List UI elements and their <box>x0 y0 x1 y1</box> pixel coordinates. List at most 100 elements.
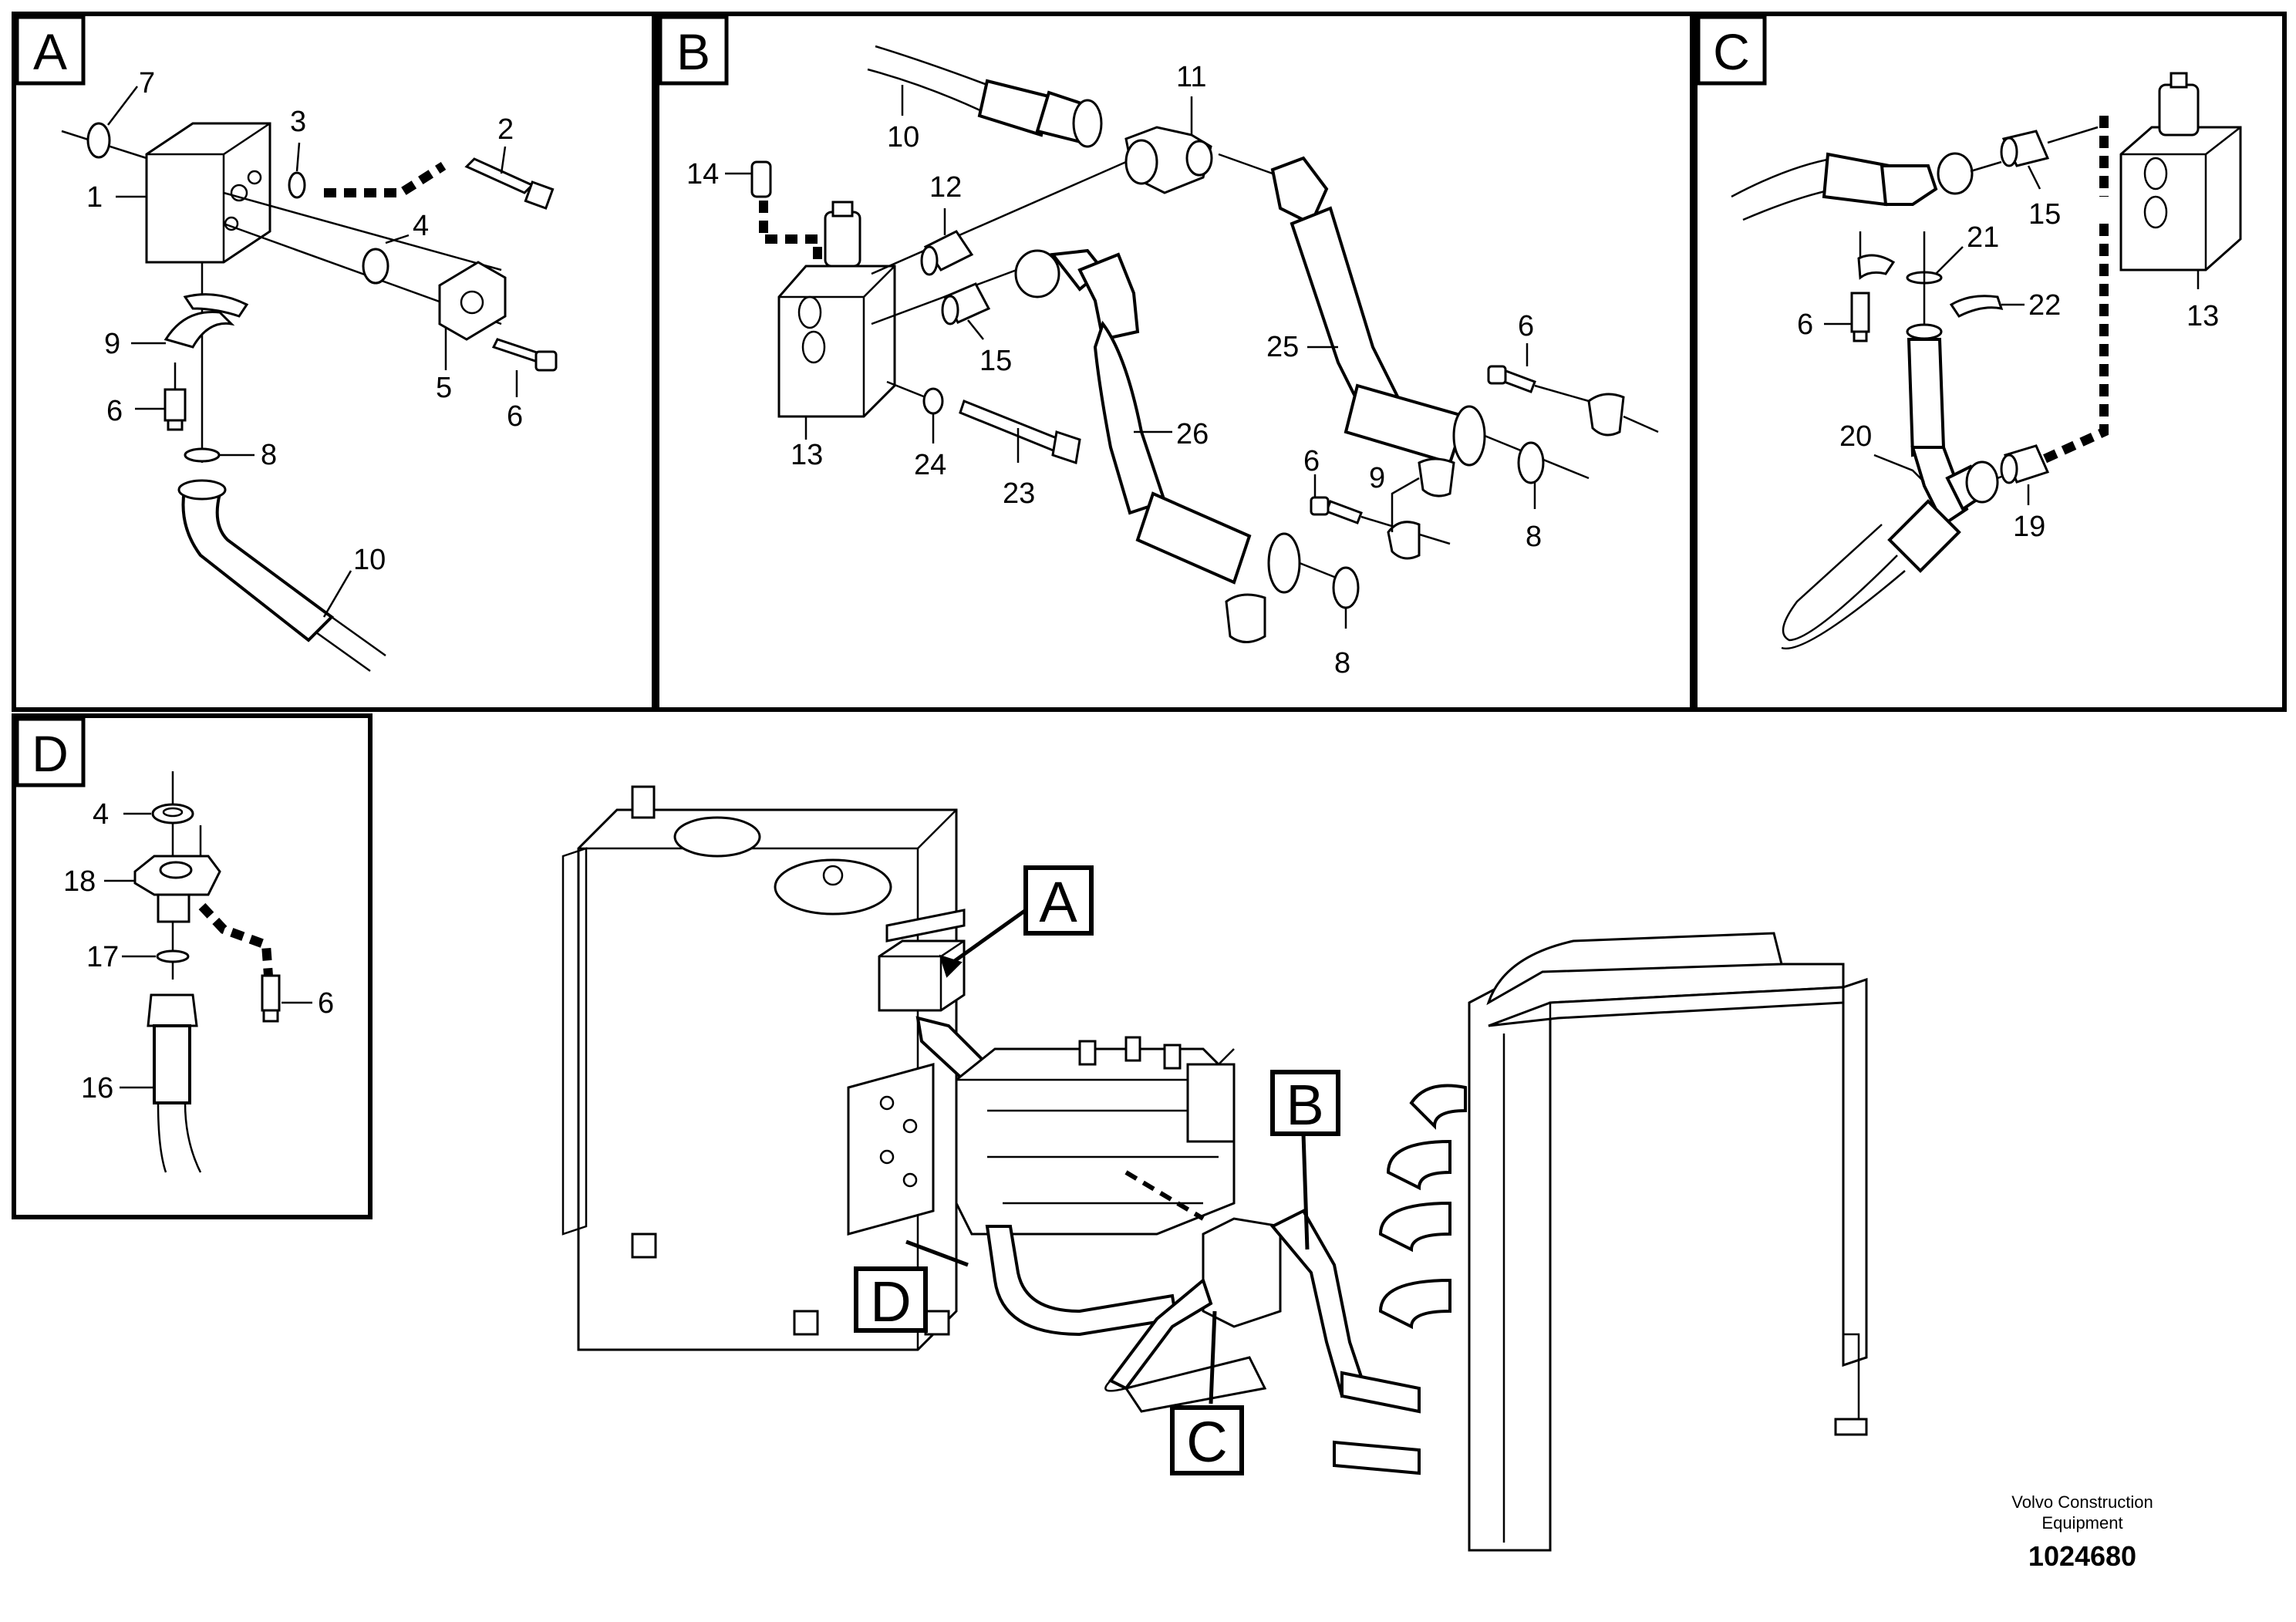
hose-part <box>1907 338 1946 457</box>
hose-nut-part <box>147 993 198 1027</box>
label-b-6-right: 6 <box>1518 310 1534 342</box>
hose-part <box>181 484 335 642</box>
label-b-26: 26 <box>1176 418 1209 450</box>
label-b-8-left: 8 <box>1334 647 1350 679</box>
flange-part <box>438 261 507 341</box>
assembly-valve-a <box>878 939 966 1012</box>
callout-pointers <box>905 908 1310 1404</box>
label-b-9: 9 <box>1369 462 1385 494</box>
label-a-6-right: 6 <box>507 400 523 433</box>
label-a-9: 9 <box>104 328 120 360</box>
label-a-10: 10 <box>353 544 386 576</box>
callout-b: B <box>1270 1070 1340 1137</box>
label-c-13: 13 <box>2186 300 2219 332</box>
o-ring-part <box>1517 441 1545 484</box>
footer: Volvo Construction Equipment 1024680 <box>2011 1492 2153 1572</box>
callout-c: C <box>1170 1405 1244 1475</box>
callout-d-pointer <box>905 1239 969 1267</box>
label-b-12: 12 <box>929 171 962 204</box>
callout-b-label: B <box>1286 1073 1323 1137</box>
label-a-8: 8 <box>261 439 277 471</box>
label-b-25: 25 <box>1266 331 1299 363</box>
o-ring-part <box>156 949 190 963</box>
split-flange-part <box>1857 254 1896 280</box>
split-flange-part <box>1949 295 2004 318</box>
panel-b-frame <box>655 12 1694 712</box>
label-d-4: 4 <box>93 798 109 831</box>
label-b-14: 14 <box>686 158 719 191</box>
split-flange-part <box>1418 457 1455 497</box>
assembly-valve-c <box>1202 1217 1282 1328</box>
label-c-6: 6 <box>1797 309 1813 341</box>
brand-line-2: Equipment <box>2041 1513 2122 1533</box>
label-b-10: 10 <box>887 121 919 153</box>
panel-a-tag: A <box>33 23 67 80</box>
label-a-6-left: 6 <box>106 395 123 427</box>
label-a-1: 1 <box>86 181 103 214</box>
hose-nut-part <box>1014 249 1060 298</box>
washer-part <box>922 387 944 415</box>
callout-c-label: C <box>1186 1410 1227 1474</box>
label-b-11: 11 <box>1176 61 1206 93</box>
label-b-8-right: 8 <box>1526 521 1542 553</box>
callout-d: D <box>854 1266 928 1334</box>
callout-a: A <box>1023 865 1094 936</box>
label-b-15: 15 <box>979 345 1012 377</box>
tank-cover <box>774 858 892 916</box>
callout-d-label: D <box>870 1270 911 1334</box>
panel-c-tag: C <box>1713 23 1750 80</box>
label-a-7: 7 <box>139 67 155 99</box>
label-c-15: 15 <box>2028 198 2061 231</box>
bolt-part <box>959 400 1063 453</box>
panel-d-tag-box <box>15 717 86 787</box>
panel-d-frame <box>12 713 373 1219</box>
washer-part <box>362 248 389 285</box>
label-a-4: 4 <box>413 210 429 242</box>
bolt-part <box>464 157 534 194</box>
label-b-23: 23 <box>1003 477 1035 510</box>
label-c-21: 21 <box>1967 221 1999 254</box>
panel-b-tag: B <box>676 23 710 80</box>
label-a-5: 5 <box>436 372 452 404</box>
label-c-20: 20 <box>1839 420 1872 453</box>
label-c-19: 19 <box>2013 511 2045 543</box>
main-assembly <box>561 785 1868 1552</box>
label-d-18: 18 <box>63 865 96 898</box>
tank-cover <box>673 816 761 858</box>
split-flange-part <box>1587 393 1625 437</box>
valve-block-part <box>2119 126 2242 271</box>
main-control-valve <box>955 1047 1236 1236</box>
hose-part <box>977 79 1051 137</box>
hose-part <box>153 1024 191 1104</box>
callout-b-pointer <box>1301 1133 1310 1250</box>
brand-line-1: Volvo Construction <box>2011 1492 2153 1512</box>
label-d-6: 6 <box>318 987 334 1020</box>
assembly-hose <box>985 1225 1178 1337</box>
hose-part <box>1270 156 1329 226</box>
split-flange-part <box>1387 521 1421 560</box>
panel-b-tag-box <box>658 15 729 86</box>
valve-block-part <box>777 265 896 418</box>
sensor-part <box>750 160 772 198</box>
callout-a-pointer <box>943 908 1027 970</box>
o-ring-part <box>184 447 221 463</box>
solenoid-part <box>2158 83 2200 137</box>
panel-c-tag-box <box>1696 15 1767 86</box>
panel-a-frame <box>12 12 656 712</box>
bolt-part <box>1325 500 1363 524</box>
washer-part <box>288 171 306 199</box>
label-d-16: 16 <box>81 1072 113 1104</box>
document-number: 1024680 <box>2028 1540 2136 1572</box>
bolt-part <box>1850 292 1870 333</box>
bolt-part <box>164 388 187 422</box>
panel-a-tag-box <box>15 15 86 86</box>
split-flange-part <box>183 293 249 318</box>
panel-d-tag: D <box>32 725 69 782</box>
label-a-3: 3 <box>290 106 306 138</box>
panel-a: A <box>12 12 656 712</box>
valve-block-part <box>145 122 271 264</box>
callout-a-label: A <box>1039 870 1077 934</box>
o-ring-part <box>86 122 111 159</box>
panel-c: C <box>1693 12 2287 712</box>
